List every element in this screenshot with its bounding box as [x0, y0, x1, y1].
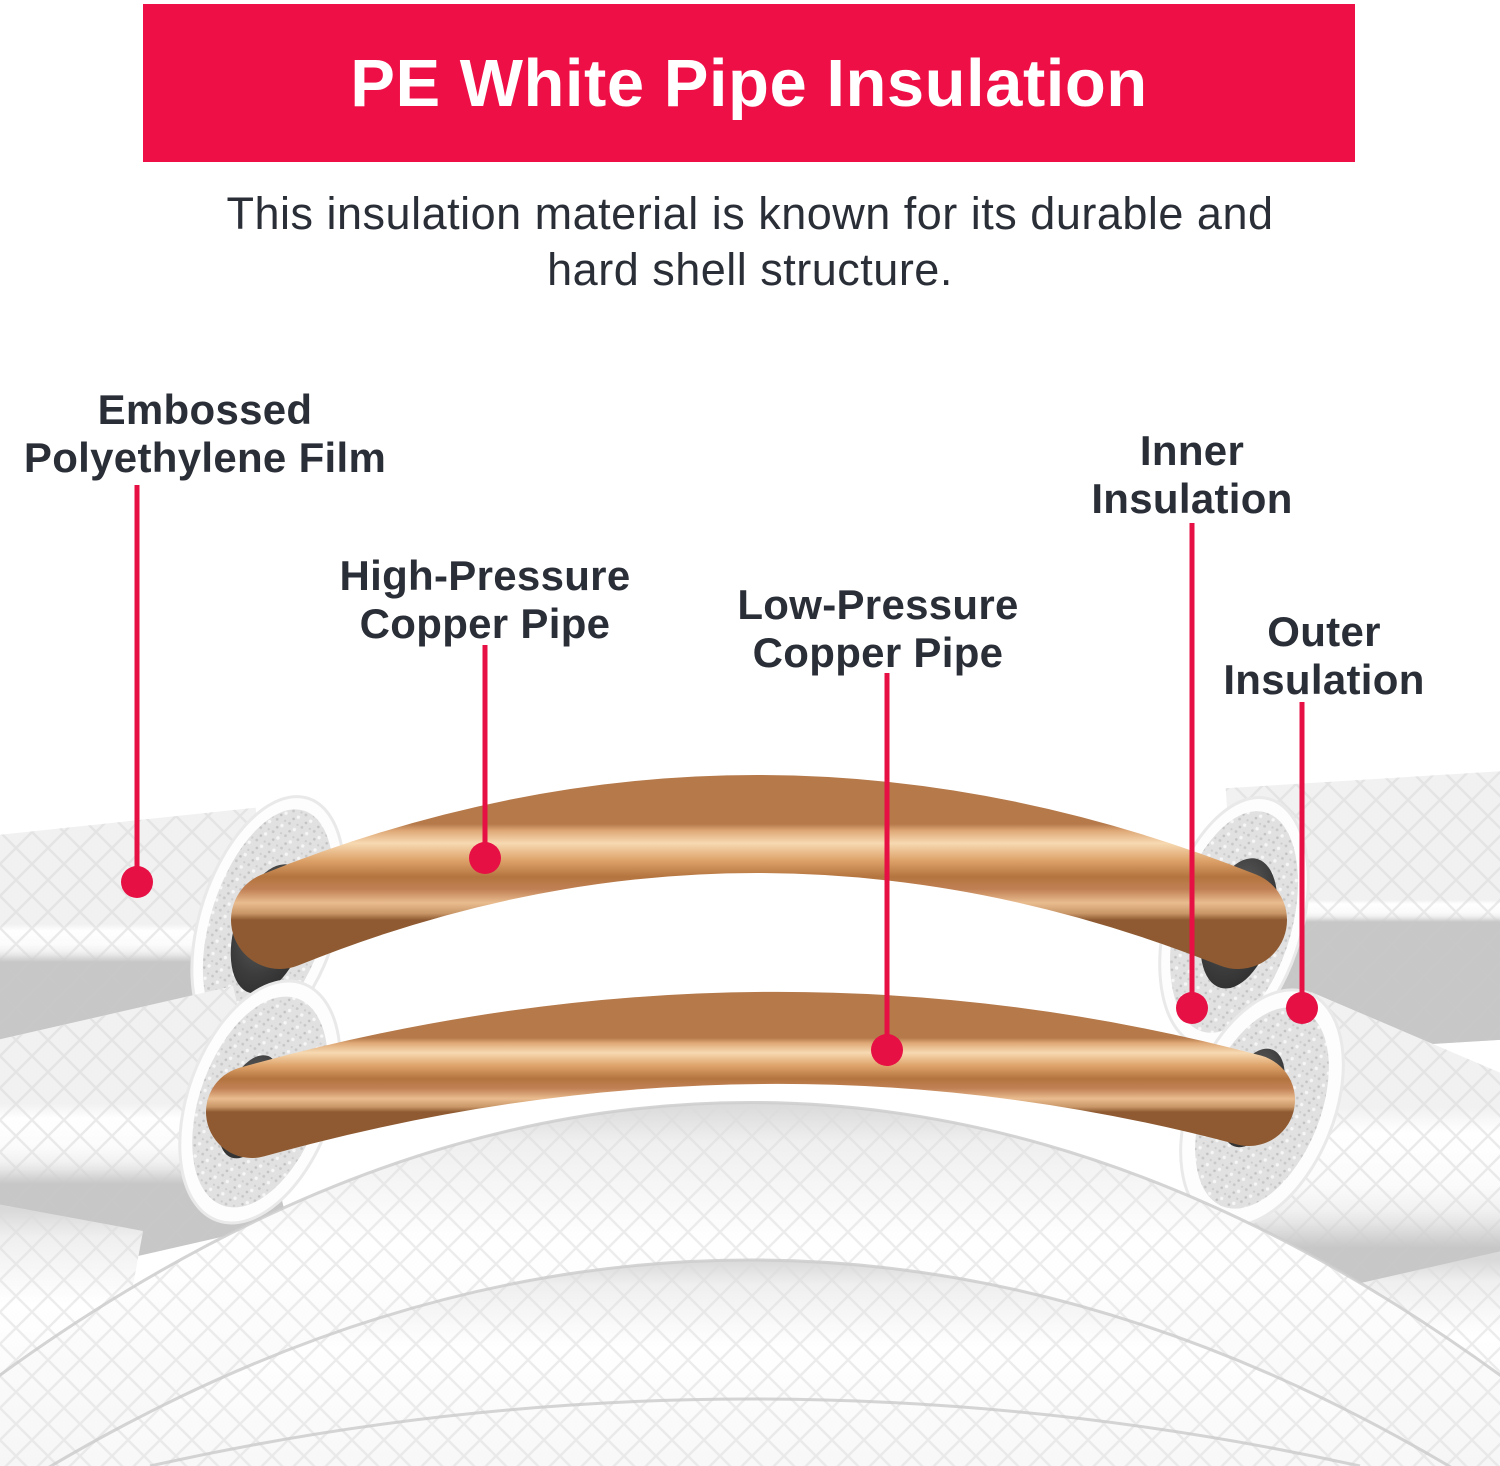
title-banner: PE White Pipe Insulation: [143, 4, 1355, 162]
label-line: Outer: [1267, 608, 1381, 655]
label-high-pressure-copper-pipe: High-Pressure Copper Pipe: [340, 552, 631, 648]
leader-dot-inner-insulation: [1176, 992, 1208, 1024]
label-line: Copper Pipe: [752, 629, 1004, 676]
leader-dot-low-pressure: [871, 1034, 903, 1066]
label-line: Inner: [1139, 427, 1245, 474]
subtitle: This insulation material is known for it…: [0, 186, 1500, 298]
leader-lines: [121, 485, 1318, 1066]
subtitle-line-2: hard shell structure.: [547, 244, 953, 295]
high-pressure-copper-pipe: [231, 775, 1287, 969]
label-low-pressure-copper-pipe: Low-Pressure Copper Pipe: [737, 581, 1018, 677]
insulation-coil: [0, 1101, 1500, 1466]
label-line: Copper Pipe: [359, 600, 611, 647]
subtitle-line-1: This insulation material is known for it…: [226, 188, 1274, 239]
label-outer-insulation: Outer Insulation: [1223, 608, 1424, 704]
page-title: PE White Pipe Insulation: [350, 45, 1148, 121]
label-line: High-Pressure: [339, 552, 631, 599]
low-pressure-copper-pipe: [206, 991, 1295, 1158]
label-line: Polyethylene Film: [23, 434, 387, 481]
leader-dot-high-pressure: [469, 842, 501, 874]
label-embossed-polyethylene-film: Embossed Polyethylene Film: [24, 386, 386, 482]
label-line: Low-Pressure: [737, 581, 1019, 628]
label-line: Insulation: [1223, 656, 1425, 703]
label-line: Insulation: [1091, 475, 1293, 522]
leader-dot-embossed-film: [121, 866, 153, 898]
label-line: Embossed: [97, 386, 313, 433]
label-inner-insulation: Inner Insulation: [1091, 427, 1292, 523]
leader-dot-outer-insulation: [1286, 992, 1318, 1024]
